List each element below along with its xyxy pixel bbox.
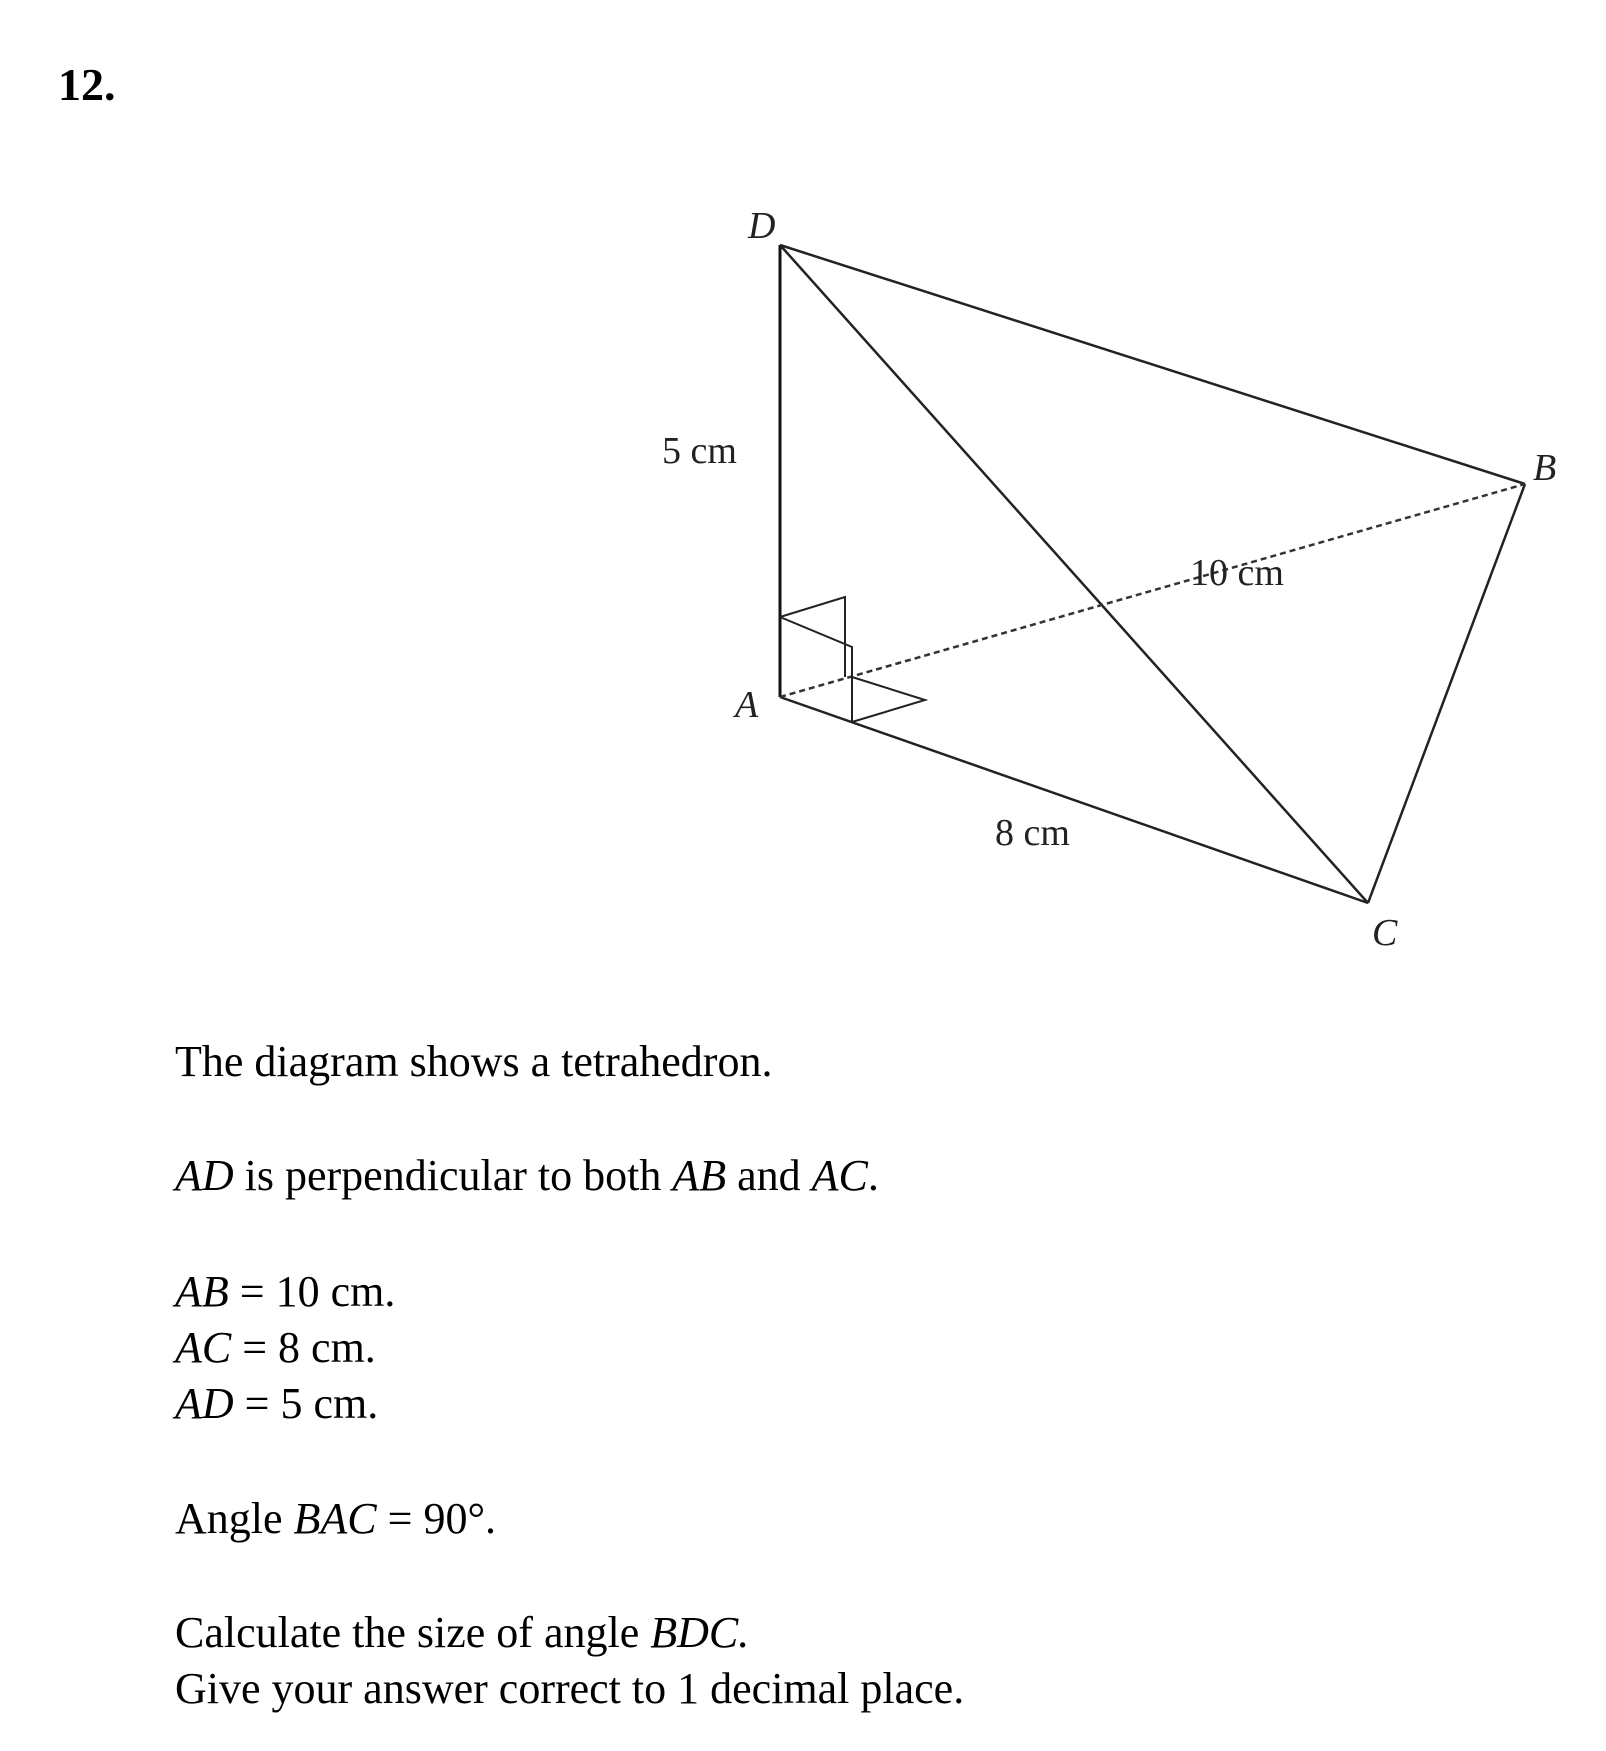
angle-statement: Angle BAC = 90°. bbox=[175, 1497, 496, 1541]
length-value: = 5 cm. bbox=[233, 1379, 379, 1428]
length-AB: AB = 10 cm. bbox=[175, 1270, 395, 1314]
edge-BC bbox=[1366, 483, 1527, 904]
perp-text-end: . bbox=[867, 1151, 879, 1200]
segment-AB: AB bbox=[672, 1151, 727, 1200]
vertex-label-C: C bbox=[1372, 912, 1398, 954]
right-angle-marker-DAC bbox=[779, 616, 853, 722]
length-AC: AC = 8 cm. bbox=[175, 1326, 376, 1370]
length-value: = 10 cm. bbox=[228, 1267, 396, 1316]
angle-pre: Angle bbox=[175, 1494, 294, 1543]
segment-AD: AD bbox=[175, 1151, 234, 1200]
length-seg: AD bbox=[175, 1379, 234, 1428]
task-precision: Give your answer correct to 1 decimal pl… bbox=[175, 1664, 965, 1713]
task-line-1: Calculate the size of angle BDC. bbox=[175, 1611, 749, 1655]
edge-DB bbox=[779, 243, 1526, 486]
tetrahedron-diagram: D B A C 5 cm 10 cm 8 cm bbox=[662, 205, 1556, 954]
length-seg: AB bbox=[175, 1267, 229, 1316]
angle-name: BAC bbox=[293, 1494, 377, 1543]
edge-DC bbox=[779, 244, 1369, 904]
perpendicular-statement: AD is perpendicular to both AB and AC. bbox=[175, 1154, 879, 1198]
vertex-label-B: B bbox=[1533, 447, 1556, 489]
length-AD: AD = 5 cm. bbox=[175, 1382, 378, 1426]
angle-value: = 90°. bbox=[376, 1494, 497, 1543]
question-number: 12. bbox=[58, 59, 116, 110]
length-value: = 8 cm. bbox=[231, 1323, 376, 1372]
segment-AC: AC bbox=[811, 1151, 868, 1200]
perp-text-1: is perpendicular to both bbox=[233, 1151, 673, 1200]
task-angle-name: BDC bbox=[650, 1608, 739, 1657]
task-end: . bbox=[738, 1608, 750, 1657]
intro-sentence: The diagram shows a tetrahedron. bbox=[175, 1037, 773, 1086]
intro-text: The diagram shows a tetrahedron. bbox=[175, 1040, 772, 1084]
task-pre: Calculate the size of angle bbox=[175, 1608, 651, 1657]
right-angle-marker-BAC bbox=[851, 676, 929, 723]
edge-label-AC: 8 cm bbox=[995, 812, 1070, 854]
vertex-label-A: A bbox=[732, 684, 759, 726]
edge-AC bbox=[779, 695, 1369, 905]
edge-label-AB: 10 cm bbox=[1190, 552, 1284, 594]
perp-text-2: and bbox=[726, 1151, 812, 1200]
edge-label-AD: 5 cm bbox=[662, 430, 737, 472]
edge-AB-hidden bbox=[779, 482, 1526, 699]
task-line-2: Give your answer correct to 1 decimal pl… bbox=[175, 1667, 964, 1711]
right-angle-marker-DAB bbox=[779, 595, 846, 677]
vertex-label-D: D bbox=[747, 205, 775, 247]
length-seg: AC bbox=[175, 1323, 232, 1372]
